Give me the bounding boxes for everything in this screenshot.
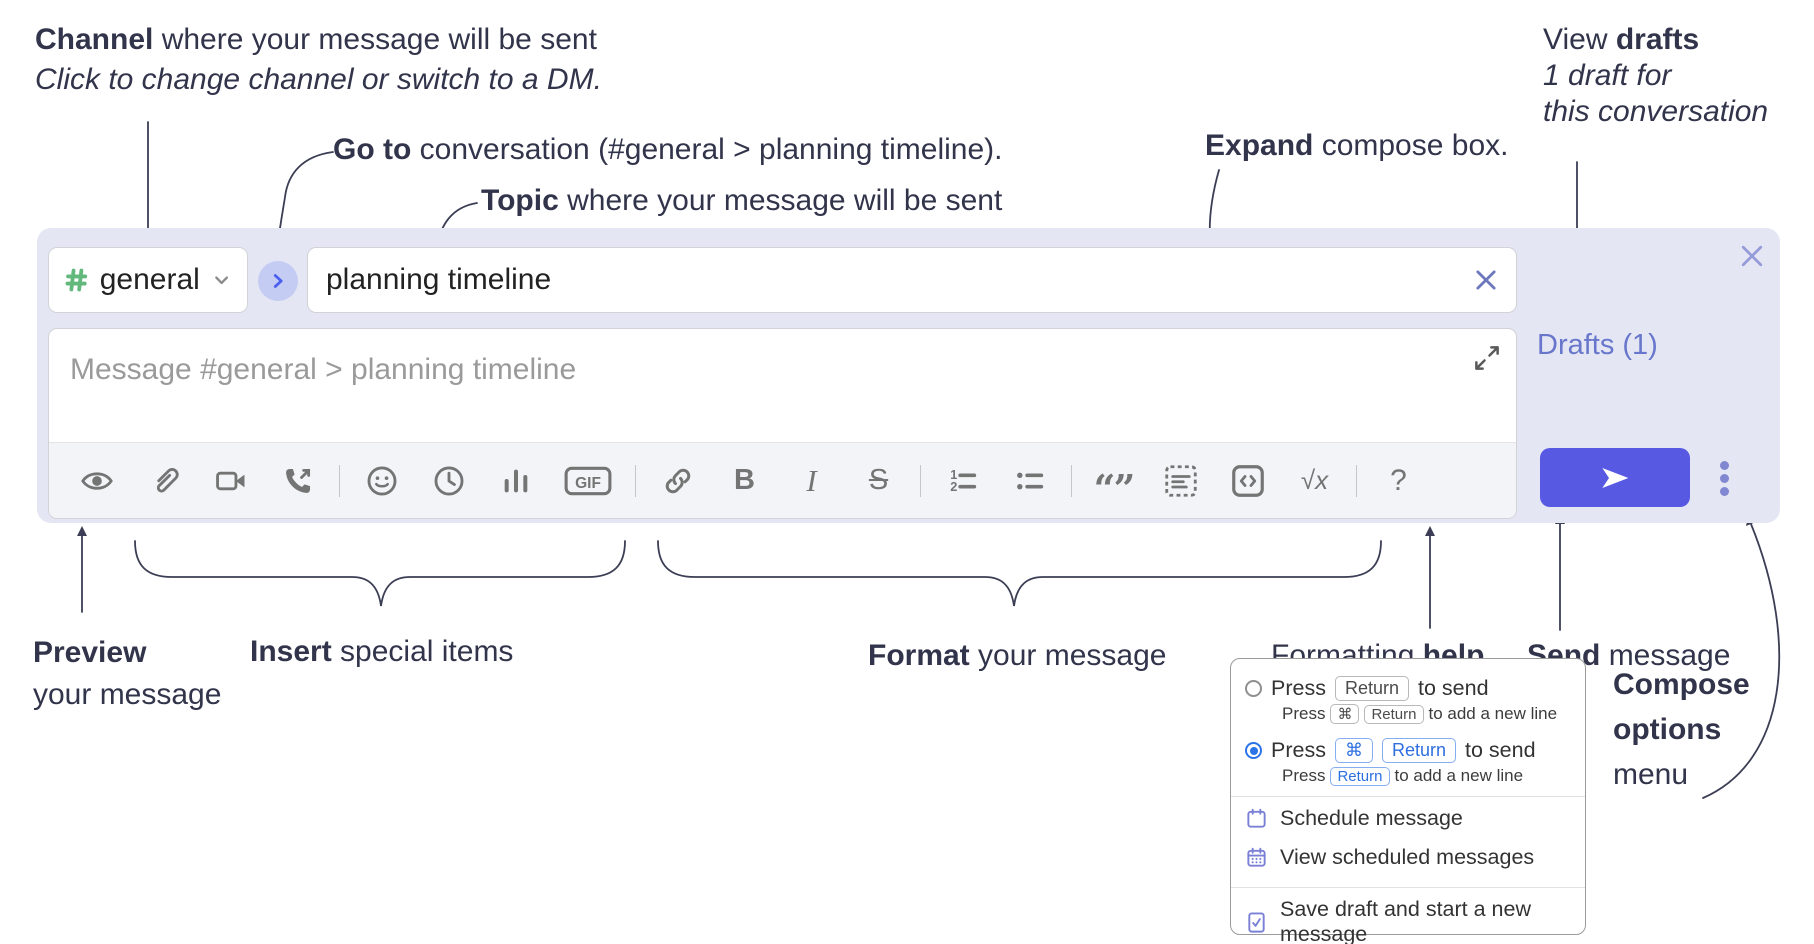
option-subtext: Press ⌘ Return to add a new line: [1282, 704, 1558, 724]
option-cmd-return-to-send[interactable]: Press ⌘ Return to send: [1245, 738, 1571, 763]
message-textarea[interactable]: [49, 329, 1516, 443]
ellipsis-dot: [1720, 487, 1729, 496]
compose-box: general: [37, 228, 1780, 523]
option-subtext: Press Return to add a new line: [1282, 766, 1524, 786]
channel-selector[interactable]: general: [48, 247, 248, 313]
menu-item-label: Save draft and start a new message: [1280, 897, 1531, 944]
bulleted-list-icon[interactable]: [1011, 461, 1048, 501]
close-icon: [1741, 245, 1763, 267]
code-icon[interactable]: [1229, 461, 1266, 501]
menu-divider: [1231, 796, 1585, 797]
svg-text:GIF: GIF: [575, 474, 601, 491]
chevron-down-icon: [214, 276, 228, 285]
calendar-icon: [1247, 808, 1266, 828]
expand-icon: [1475, 346, 1499, 370]
toolbar-divider: [1071, 464, 1072, 497]
italic-icon[interactable]: I: [806, 462, 817, 498]
send-icon: [1602, 467, 1629, 488]
compose-options-popup: Press Return to send Press ⌘ Return to a…: [1230, 658, 1586, 944]
schedule-message-item[interactable]: Schedule message: [1245, 799, 1571, 838]
send-message-annotation: Send message: [1527, 639, 1731, 672]
clear-topic-button[interactable]: [1472, 266, 1500, 294]
ellipsis-dot: [1720, 474, 1729, 483]
ellipsis-dot: [1720, 461, 1729, 470]
option-text: Press: [1271, 676, 1326, 700]
view-drafts-annotation: View drafts 1 draft for this conversatio…: [1543, 23, 1769, 128]
drafts-link[interactable]: Drafts (1): [1537, 329, 1658, 361]
option-text: Press: [1271, 738, 1326, 762]
gif-icon[interactable]: GIF: [564, 461, 612, 501]
compose-options-menu-button[interactable]: [1718, 459, 1731, 498]
channel-annotation: Channel where your message will be sent …: [35, 23, 602, 96]
toolbar-divider: [339, 464, 340, 497]
cmd-key: ⌘: [1334, 738, 1373, 763]
send-button[interactable]: [1540, 448, 1690, 507]
radio-unselected-icon[interactable]: [1245, 680, 1262, 697]
menu-item-label: View scheduled messages: [1280, 845, 1535, 869]
menu-divider: [1231, 887, 1585, 888]
voice-call-icon[interactable]: [279, 461, 316, 501]
bold-icon[interactable]: B: [734, 464, 755, 496]
save-draft-icon: [1248, 911, 1265, 933]
preview-eye-icon[interactable]: [78, 461, 115, 501]
topic-input-box: [307, 247, 1517, 313]
toolbar-divider: [635, 464, 636, 497]
channel-name: general: [99, 263, 200, 296]
option-text: to send: [1465, 738, 1536, 762]
cmd-key: ⌘: [1330, 704, 1360, 724]
expand-compose-button[interactable]: [1472, 343, 1502, 373]
return-key: Return: [1330, 766, 1390, 786]
view-scheduled-messages-item[interactable]: View scheduled messages: [1245, 838, 1571, 877]
svg-text:2: 2: [950, 478, 957, 493]
compose-options-annotation: Compose options menu: [1613, 668, 1750, 791]
goto-annotation: Go to conversation (#general > planning …: [333, 133, 1003, 166]
help-icon[interactable]: ?: [1390, 463, 1407, 497]
svg-text:1: 1: [950, 466, 957, 481]
link-icon[interactable]: [659, 461, 696, 501]
return-key: Return: [1334, 676, 1409, 701]
option-text: to send: [1418, 676, 1489, 700]
expand-annotation: Expand compose box.: [1205, 129, 1509, 162]
return-key: Return: [1381, 738, 1456, 763]
goto-conversation-button[interactable]: [258, 261, 298, 301]
toolbar-divider: [920, 464, 921, 497]
option-return-to-send[interactable]: Press Return to send: [1245, 676, 1571, 701]
calendar-grid-icon: [1247, 847, 1266, 867]
attach-paperclip-icon[interactable]: [145, 461, 182, 501]
channel-hash-icon: [65, 268, 88, 292]
preview-annotation: Preview your message: [33, 636, 222, 711]
radio-selected-icon[interactable]: [1245, 742, 1262, 759]
time-clock-icon[interactable]: [430, 461, 467, 501]
topic-annotation: Topic where your message will be sent: [481, 184, 1003, 217]
save-draft-item[interactable]: Save draft and start a new message: [1245, 890, 1571, 944]
close-icon: [1476, 270, 1496, 290]
emoji-smiley-icon[interactable]: [363, 461, 400, 501]
poll-chart-icon[interactable]: [497, 461, 534, 501]
menu-item-label: Schedule message: [1280, 806, 1463, 830]
math-icon[interactable]: √x: [1300, 465, 1329, 495]
topic-input[interactable]: [324, 262, 1472, 298]
quote-icon[interactable]: “”: [1093, 465, 1136, 511]
format-annotation: Format your message: [868, 639, 1167, 672]
return-key: Return: [1364, 704, 1424, 724]
toolbar-divider: [1356, 464, 1357, 497]
strikethrough-icon[interactable]: S: [868, 464, 889, 496]
close-compose-button[interactable]: [1737, 241, 1767, 271]
message-textarea-wrap: [49, 329, 1516, 443]
video-call-icon[interactable]: [212, 461, 249, 501]
message-compose-area: GIF B I S 12 “”: [48, 328, 1517, 519]
spoiler-icon[interactable]: [1162, 461, 1199, 501]
insert-annotation: Insert special items: [250, 635, 514, 668]
chevron-right-icon: [273, 274, 283, 288]
